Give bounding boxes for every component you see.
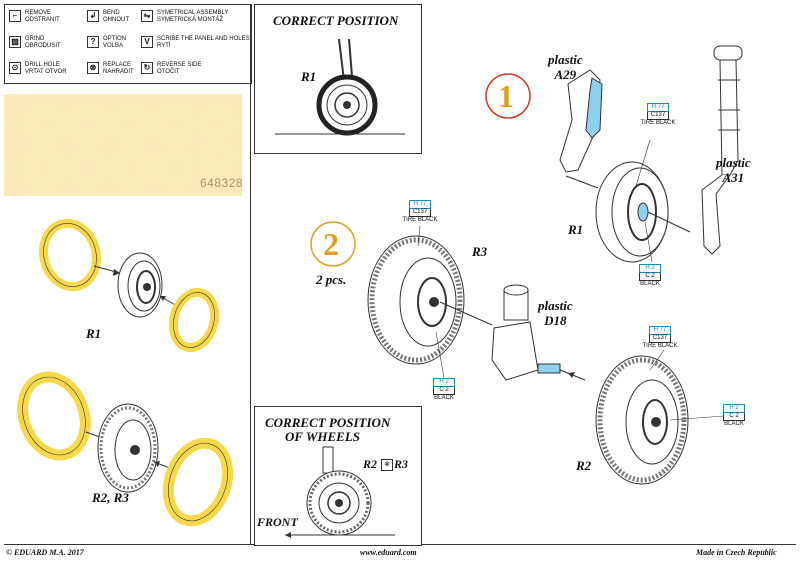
mask-ring: [25, 148, 65, 188]
copyright: © EDUARD M.A. 2017: [6, 548, 84, 557]
label-r3: R3: [394, 457, 409, 471]
mask-ring: [68, 104, 108, 144]
quantity-label: 2 pcs.: [316, 272, 347, 287]
website: www.eduard.com: [360, 548, 417, 557]
replace-icon: ⊗: [87, 62, 99, 74]
remove-icon: ⌐: [9, 10, 21, 22]
mask-ring: [68, 148, 108, 188]
reverse-icon: ↻: [141, 62, 153, 74]
part-number: 648328: [200, 176, 244, 190]
front-label: FRONT: [257, 515, 298, 529]
option-icon: ?: [87, 36, 99, 48]
mask-ring: [111, 104, 151, 144]
mask-ring: [154, 148, 194, 188]
mask-ring: [111, 148, 151, 188]
label-r1: R1: [568, 222, 584, 237]
label-r2: R2: [363, 457, 378, 471]
drill-icon: ⊙: [9, 62, 21, 74]
label-r1: R1: [86, 326, 102, 341]
mask-ring: [25, 104, 65, 144]
correct-position-panel: CORRECT POSITION R1: [254, 4, 422, 154]
grind-icon: ▨: [9, 36, 21, 48]
step-1-number: 1: [498, 78, 514, 114]
step-2-number: 2: [323, 226, 339, 262]
symmetrical-icon: ⇋: [141, 10, 153, 22]
panel-subtitle: OF WHEELS: [285, 429, 361, 444]
mask-ring: [154, 104, 194, 144]
mask-ring: [200, 142, 234, 176]
divider: [250, 4, 251, 544]
panel-title: CORRECT POSITION: [265, 415, 391, 430]
mask-sheet: 648328: [4, 94, 244, 196]
label-r3: R3: [472, 244, 488, 259]
replace-icon: ⊗: [381, 459, 393, 471]
bend-icon: ↲: [87, 10, 99, 22]
wheels-front-view: [285, 446, 395, 538]
label-r2-r3: R2, R3: [92, 490, 129, 505]
mask-ring: [200, 106, 234, 140]
made-in: Made in Czech Republic: [696, 548, 777, 557]
label-r2: R2: [576, 458, 592, 473]
correct-wheels-panel: CORRECT POSITION OF WHEELS R2 ⊗ R3 FRONT: [254, 406, 422, 546]
label-r1: R1: [301, 69, 317, 84]
wheel-side-view: [275, 38, 405, 136]
scribe-icon: V: [141, 36, 153, 48]
panel-title: CORRECT POSITION: [273, 13, 399, 28]
